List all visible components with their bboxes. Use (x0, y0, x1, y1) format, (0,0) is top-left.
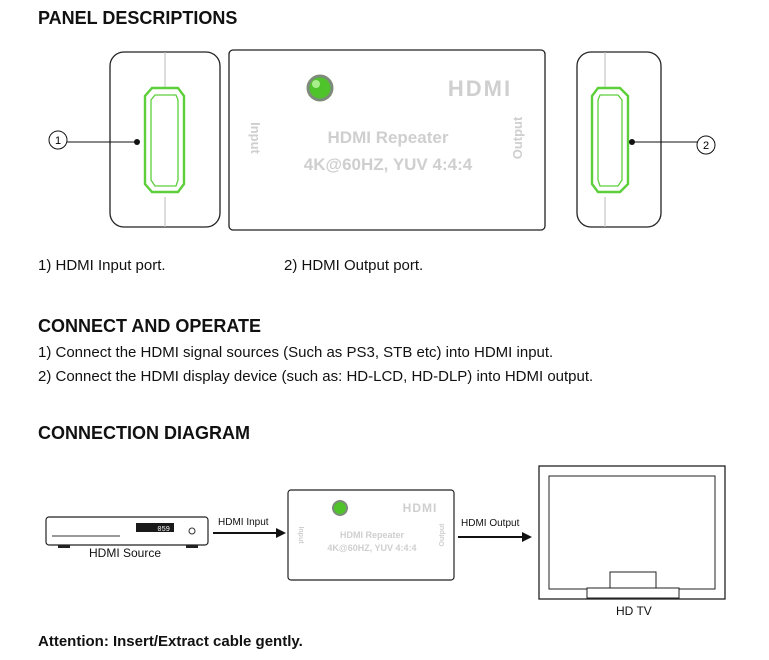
callout-1-icon (48, 130, 68, 150)
diagram-heading: CONNECTION DIAGRAM (38, 423, 250, 443)
small-device-spec: 4K@60HZ, YUV 4:4:4 (327, 543, 416, 553)
hdmi-output-label: HDMI Output (461, 518, 520, 529)
small-brand-logo: HDMI (403, 501, 438, 515)
side-output-label: Output (510, 116, 525, 159)
source-display: 059 (157, 526, 170, 534)
device-spec: 4K@60HZ, YUV 4:4:4 (304, 155, 473, 174)
hdmi-output-port-icon (590, 86, 630, 194)
side-input-label: Input (248, 122, 263, 154)
small-led-icon (332, 500, 348, 516)
tv-icon (538, 465, 726, 600)
input-port-panel: 1 (48, 51, 221, 228)
repeater-device-small: HDMI HDMI Repeater 4K@60HZ, YUV 4:4:4 In… (287, 489, 455, 581)
small-device-name: HDMI Repeater (340, 530, 405, 540)
small-side-output: Output (439, 523, 446, 547)
output-arrow (458, 532, 532, 542)
attention-note: Attention: Insert/Extract cable gently. (38, 633, 303, 650)
connect-step-1: 1) Connect the HDMI signal sources (Such… (38, 344, 554, 361)
output-port-panel: 2 (576, 51, 716, 228)
callout-1-label: 1 (55, 135, 61, 147)
caption-input-port: 1) HDMI Input port. (38, 257, 166, 274)
repeater-device: HDMI HDMI Repeater 4K@60HZ, YUV 4:4:4 In… (228, 49, 546, 231)
led-icon (306, 74, 334, 102)
device-brand-logo: HDMI (448, 76, 512, 101)
device-name: HDMI Repeater (328, 128, 449, 147)
callout-2-label: 2 (703, 140, 709, 152)
caption-output-port: 2) HDMI Output port. (284, 257, 424, 274)
hdmi-input-label: HDMI Input (218, 517, 269, 528)
small-side-input: Input (297, 526, 304, 544)
connect-step-2: 2) Connect the HDMI display device (such… (38, 368, 594, 385)
callout-2-icon (696, 135, 716, 155)
input-arrow (213, 528, 286, 538)
source-device: 059 (45, 516, 209, 548)
hdmi-input-port-icon (143, 86, 186, 194)
panel-heading: PANEL DESCRIPTIONS (38, 8, 238, 28)
connect-heading: CONNECT AND OPERATE (38, 316, 262, 336)
source-power-icon (188, 527, 196, 535)
hdmi-source-label: HDMI Source (89, 546, 162, 560)
hd-tv-label: HD TV (616, 604, 652, 618)
